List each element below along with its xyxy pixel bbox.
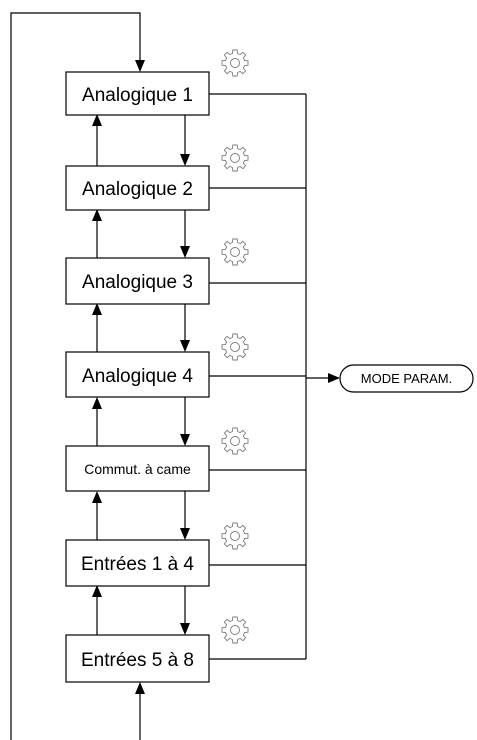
node-label: Commut. à came bbox=[84, 461, 191, 477]
node-label: Analogique 4 bbox=[82, 366, 193, 387]
down-arrows bbox=[180, 115, 190, 635]
node-inputs-1-4[interactable]: Entrées 1 à 4 bbox=[65, 539, 210, 587]
node-label: Analogique 1 bbox=[82, 85, 193, 106]
mode-param-terminal[interactable]: MODE PARAM. bbox=[339, 364, 474, 393]
node-label: Analogique 2 bbox=[82, 179, 193, 200]
node-analog-4[interactable]: Analogique 4 bbox=[65, 351, 210, 398]
gear-icon[interactable] bbox=[221, 427, 249, 455]
node-label: Analogique 3 bbox=[82, 272, 193, 293]
collector-connectors bbox=[209, 93, 340, 660]
gear-icon[interactable] bbox=[221, 333, 249, 361]
node-label: Entrées 5 à 8 bbox=[81, 650, 194, 671]
node-analog-2[interactable]: Analogique 2 bbox=[65, 165, 210, 211]
terminal-label: MODE PARAM. bbox=[361, 371, 453, 386]
gear-icon[interactable] bbox=[221, 238, 249, 266]
node-cam-switch[interactable]: Commut. à came bbox=[65, 445, 210, 492]
gear-icon[interactable] bbox=[221, 49, 249, 77]
loop-connector bbox=[10, 12, 145, 740]
node-analog-3[interactable]: Analogique 3 bbox=[65, 257, 210, 305]
node-inputs-5-8[interactable]: Entrées 5 à 8 bbox=[65, 634, 210, 683]
gear-icon[interactable] bbox=[221, 616, 249, 644]
up-arrows bbox=[92, 114, 102, 635]
gear-icon[interactable] bbox=[221, 522, 249, 550]
node-analog-1[interactable]: Analogique 1 bbox=[65, 71, 210, 116]
node-label: Entrées 1 à 4 bbox=[81, 554, 194, 575]
gear-icon[interactable] bbox=[221, 144, 249, 172]
